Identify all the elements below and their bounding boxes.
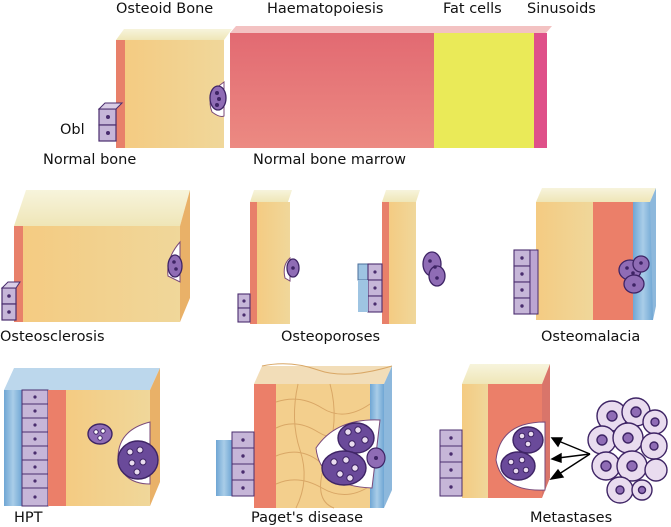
- normal-bone-block: [116, 29, 232, 148]
- metastases-block: [440, 364, 667, 503]
- hpt-block: [4, 368, 160, 506]
- metastases-arrows: [551, 438, 590, 479]
- metastases-osteoblasts: [440, 430, 462, 496]
- pagets-osteoblasts: [216, 432, 254, 496]
- osteoporoses-block-right: [358, 190, 445, 324]
- hpt-osteoblast-column: [22, 390, 48, 506]
- tumor-cell-cluster: [588, 398, 667, 503]
- osteomalacia-osteoblasts: [514, 250, 538, 314]
- pagets-block: [216, 364, 392, 508]
- osteomalacia-block: [514, 188, 656, 320]
- marrow-block: [230, 26, 552, 148]
- osteoporoses-block-left: [238, 190, 299, 324]
- osteosclerosis-block: [2, 190, 190, 322]
